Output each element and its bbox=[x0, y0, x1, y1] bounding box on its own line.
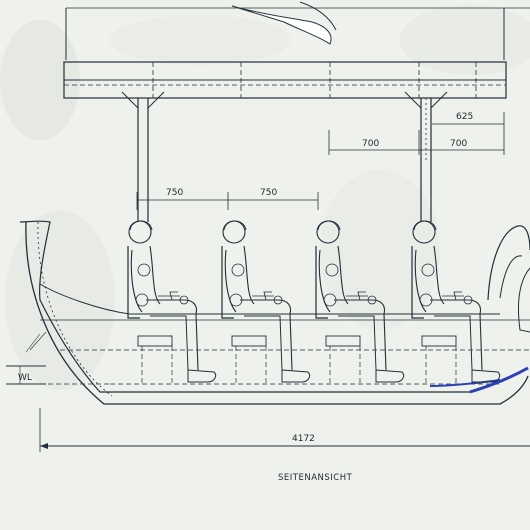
canopy-posts bbox=[121, 91, 448, 222]
dim-seat-pitch-2: 750 bbox=[260, 188, 277, 198]
dim-seat-pitch-1: 750 bbox=[166, 188, 183, 198]
swan-head bbox=[429, 225, 530, 394]
waterline-label: WL bbox=[18, 373, 32, 383]
canopy-dimensions: 625 700 700 bbox=[328, 112, 505, 155]
frame-lines bbox=[65, 7, 530, 60]
dim-canopy-span-b: 700 bbox=[450, 139, 467, 149]
paper-stains bbox=[0, 1, 530, 390]
dim-overall-length: 4172 bbox=[292, 434, 315, 444]
seat-pitch-dimensions: 750 750 bbox=[136, 188, 319, 210]
dim-canopy-span-a: 700 bbox=[362, 139, 379, 149]
dim-canopy-overhang: 625 bbox=[456, 112, 473, 122]
passenger-figure-3 bbox=[315, 220, 405, 384]
passenger-seats bbox=[127, 220, 501, 384]
drawing-caption: SEITENANSICHT bbox=[278, 473, 353, 483]
boat-hull: WL bbox=[6, 220, 530, 405]
passenger-figure-2 bbox=[221, 220, 311, 384]
passenger-figure-4 bbox=[411, 220, 501, 384]
canopy-roof bbox=[63, 61, 507, 99]
overall-length-dimension: 4172 bbox=[39, 408, 530, 452]
passenger-figure-1 bbox=[127, 220, 217, 384]
